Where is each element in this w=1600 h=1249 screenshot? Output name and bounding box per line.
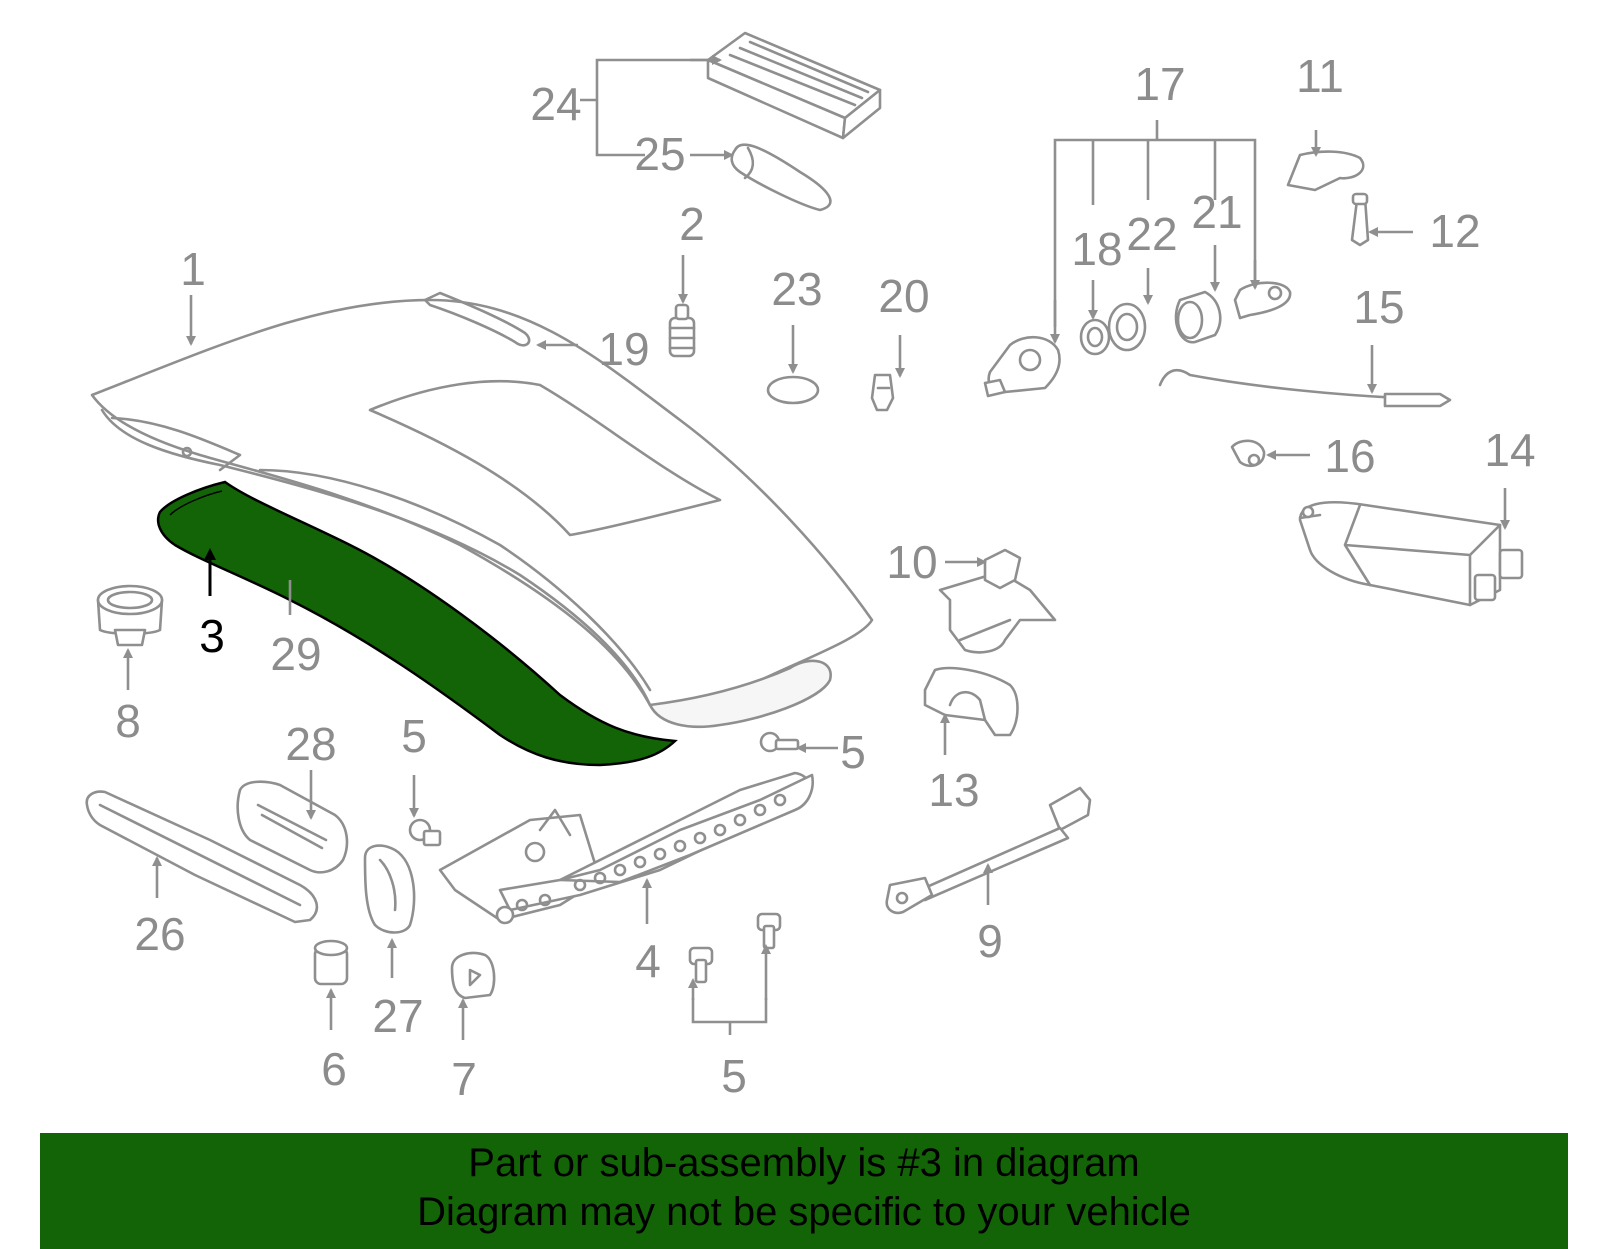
callout-15: 15 — [1353, 281, 1404, 333]
callout-7: 7 — [451, 1053, 477, 1105]
o-ring-23 — [766, 375, 820, 405]
callout-6: 6 — [321, 1043, 347, 1095]
actuator-14 — [1298, 501, 1524, 607]
bolt-5-upper-right — [759, 731, 800, 753]
callout-17: 17 — [1134, 58, 1185, 110]
callout-2: 2 — [679, 198, 705, 250]
callout-20: 20 — [878, 270, 929, 322]
support-rod-19 — [423, 291, 531, 347]
handle-28 — [236, 780, 349, 874]
clip-20 — [870, 373, 895, 412]
callout-21: 21 — [1191, 186, 1242, 238]
callout-1: 1 — [180, 243, 206, 295]
callout-12: 12 — [1429, 205, 1480, 257]
info-banner: Part or sub-assembly is #3 in diagram Di… — [40, 1133, 1568, 1249]
callout-5-c: 5 — [721, 1050, 747, 1102]
gas-strut-9 — [885, 786, 1092, 915]
bulb-25 — [730, 143, 832, 212]
grommet-7 — [450, 951, 496, 1000]
bushing-6 — [313, 939, 349, 986]
fastener-16 — [1230, 439, 1266, 468]
latch-10 — [938, 548, 1057, 654]
callout-29: 29 — [270, 628, 321, 680]
callout-5-a: 5 — [401, 710, 427, 762]
callout-3: 3 — [199, 610, 225, 662]
callout-10: 10 — [886, 536, 937, 588]
callout-4: 4 — [635, 935, 661, 987]
callout-19: 19 — [598, 323, 649, 375]
banner-line-1: Part or sub-assembly is #3 in diagram — [468, 1141, 1140, 1185]
bumper-stop-2 — [668, 303, 696, 358]
callout-11: 11 — [1296, 50, 1344, 102]
cover-27 — [363, 844, 416, 934]
parts-diagram: 1 2 3 4 5 5 5 6 7 8 9 10 11 12 13 14 15 … — [85, 31, 1536, 1105]
callout-numbers: 1 2 3 4 5 5 5 6 7 8 9 10 11 12 13 14 15 … — [115, 50, 1535, 1105]
callout-9: 9 — [977, 915, 1003, 967]
lock-cylinder-assembly — [983, 281, 1292, 398]
callout-27: 27 — [372, 990, 423, 1042]
callout-28: 28 — [285, 718, 336, 770]
callout-26: 26 — [134, 908, 185, 960]
banner-line-2: Diagram may not be specific to your vehi… — [417, 1190, 1191, 1234]
callout-22: 22 — [1126, 208, 1177, 260]
callout-24: 24 — [530, 78, 581, 130]
callout-14: 14 — [1484, 424, 1535, 476]
callout-5-b: 5 — [840, 726, 866, 778]
callout-18: 18 — [1071, 223, 1122, 275]
callout-23: 23 — [771, 263, 822, 315]
trim-26 — [85, 790, 319, 924]
striker-13 — [923, 666, 1019, 737]
cap-8 — [96, 584, 164, 647]
highlighted-seal-part-3 — [156, 480, 678, 767]
callout-8: 8 — [115, 695, 141, 747]
trunk-lid — [90, 298, 874, 729]
pin-12 — [1350, 192, 1370, 247]
leader-lines — [123, 55, 1510, 1040]
hinge-4 — [438, 771, 814, 925]
lamp-housing-24 — [706, 31, 882, 140]
bracket-11 — [1286, 150, 1365, 192]
bolts-5-lower — [688, 912, 782, 984]
bolt-5-upper-left — [408, 818, 442, 847]
callout-13: 13 — [928, 764, 979, 816]
callout-25: 25 — [634, 128, 685, 180]
callout-16: 16 — [1324, 430, 1375, 482]
cable-15 — [1158, 369, 1452, 408]
